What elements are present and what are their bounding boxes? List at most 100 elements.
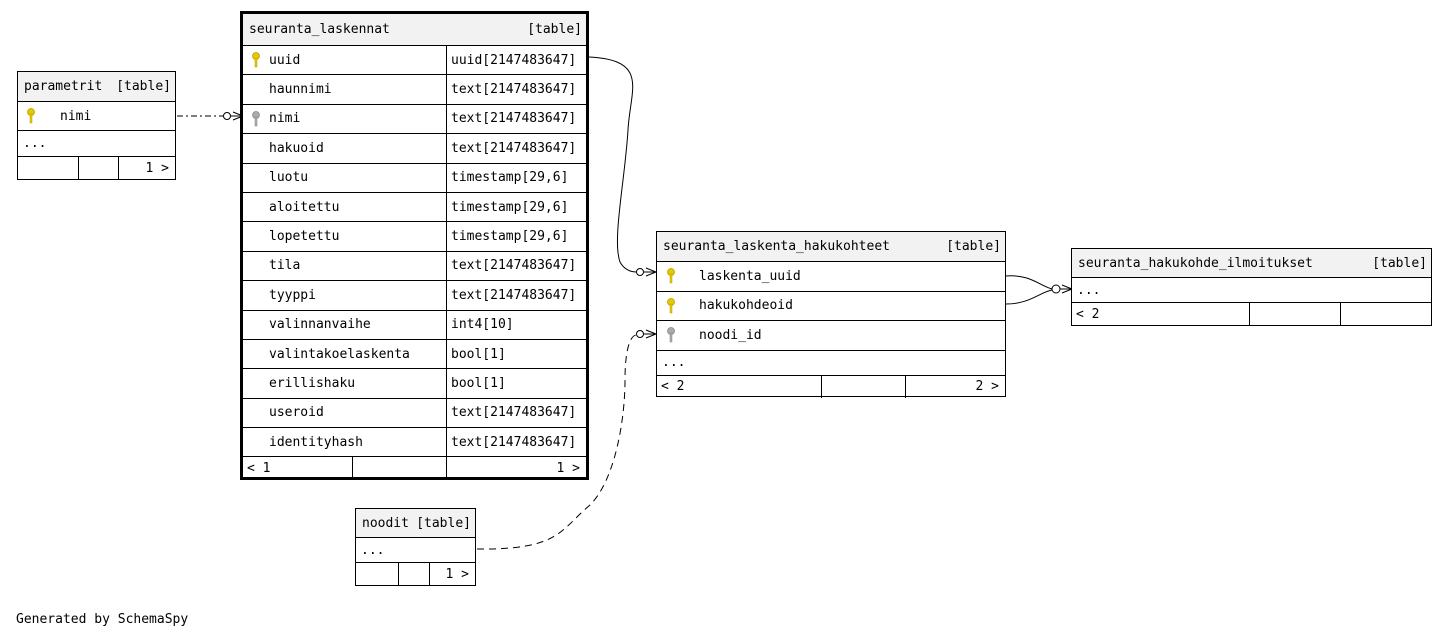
column-type: text[2147483647] [451,405,577,421]
column-type: text[2147483647] [451,140,577,156]
footer-parents[interactable]: < 2 [657,375,822,398]
column-name: noodi_id [699,327,762,343]
footer-parents [18,157,79,179]
column-type: int4[10] [451,317,514,333]
table-name[interactable]: seuranta_laskenta_hakukohteet [663,239,890,254]
table-header: noodit [table] [356,509,475,538]
table-kind: [table] [946,239,1001,254]
column-name: aloitettu [269,199,340,215]
column-name-cell: aloitettu [243,192,447,222]
column-row[interactable]: haunnimi text[2147483647] [243,75,586,105]
table-seuranta-hakukohde-ilmoitukset[interactable]: seuranta_hakukohde_ilmoitukset [table] .… [1071,248,1432,326]
column-name-cell: luotu [243,163,447,192]
column-type: timestamp[29,6] [451,199,569,215]
table-noodit[interactable]: noodit [table] ... 1 > [355,508,476,586]
more-columns[interactable]: ... [657,351,1005,376]
column-name: useroid [269,405,324,421]
table-kind: [table] [116,79,171,94]
column-name: valinnanvaihe [269,317,371,333]
more-columns[interactable]: ... [18,131,175,157]
table-seuranta-laskenta-hakukohteet[interactable]: seuranta_laskenta_hakukohteet [table] la… [656,231,1006,398]
column-row[interactable]: laskenta_uuid [657,262,1005,292]
column-type: text[2147483647] [451,287,577,303]
link-hakukohteet-ilmoitukset [1005,275,1074,305]
table-name[interactable]: noodit [362,515,409,531]
table-header: parametrit [table] [18,72,175,102]
column-row[interactable]: hakukohdeoid [657,292,1005,322]
column-name: valintakoelaskenta [269,346,410,362]
link-noodit-hakukohteet [476,329,658,550]
primary-key-icon [667,268,675,284]
table-parametrit[interactable]: parametrit [table] nimi ... 1 > [17,71,176,180]
table-footer: 1 > [18,157,175,179]
column-name-cell: hakuoid [243,134,447,163]
column-type: uuid[2147483647] [451,52,577,68]
table-header: seuranta_laskennat [table] [243,14,586,46]
footer-middle [399,563,430,585]
column-row[interactable]: noodi_id [657,321,1005,351]
column-name: erillishaku [269,375,356,391]
footer-children[interactable]: 1 > [445,566,469,582]
table-name[interactable]: parametrit [24,79,103,94]
footer-middle [1250,303,1341,325]
column-name: hakuoid [269,140,324,156]
table-kind: [table] [416,515,471,531]
column-row[interactable]: identityhash text[2147483647] [243,428,586,458]
footer-children[interactable]: 1 > [145,160,169,176]
column-row[interactable]: nimi text[2147483647] [243,104,586,135]
column-type: text[2147483647] [451,82,577,98]
footer-children[interactable]: 1 > [556,460,580,476]
more-columns[interactable]: ... [356,538,475,563]
column-row[interactable]: valintakoelaskenta bool[1] [243,339,586,370]
column-name-cell: erillishaku [243,369,447,398]
column-row[interactable]: valinnanvaihe int4[10] [243,310,586,340]
table-header: seuranta_laskenta_hakukohteet [table] [657,232,1005,262]
footer-middle [822,375,906,398]
table-kind: [table] [527,22,582,37]
column-name-cell: tyyppi [243,281,447,310]
table-footer: 1 > [356,563,475,585]
column-row[interactable]: aloitettu timestamp[29,6] [243,192,586,223]
column-name-cell: useroid [243,398,447,428]
column-name: identityhash [269,434,363,450]
column-row-nimi[interactable]: nimi [18,102,175,131]
column-name-cell: uuid [243,46,447,75]
column-name: nimi [269,111,301,127]
column-row[interactable]: tyyppi text[2147483647] [243,281,586,311]
column-row[interactable]: hakuoid text[2147483647] [243,134,586,164]
column-name-cell: nimi [243,104,447,134]
column-name-cell: tila [243,251,447,281]
link-parametrit-laskennat [177,111,245,121]
table-name[interactable]: seuranta_hakukohde_ilmoitukset [1078,255,1313,271]
footer-parents [356,563,399,585]
column-type: text[2147483647] [451,111,577,127]
column-name-cell: valinnanvaihe [243,310,447,339]
column-type: text[2147483647] [451,434,577,450]
column-type: bool[1] [451,346,506,362]
column-name: tyyppi [269,287,316,303]
column-name-cell: identityhash [243,428,447,457]
footer-children [1341,303,1431,325]
column-name-cell: valintakoelaskenta [243,339,447,369]
column-name: hakukohdeoid [699,298,793,314]
primary-key-icon [27,108,35,124]
column-type: text[2147483647] [451,258,577,274]
footer-middle [79,157,119,179]
link-laskennat-hakukohteet [588,56,658,277]
footer-parents[interactable]: < 2 [1072,303,1250,325]
column-row[interactable]: useroid text[2147483647] [243,398,586,429]
table-name[interactable]: seuranta_laskennat [249,22,390,37]
footer-parents[interactable]: < 1 [243,457,353,480]
schemaspy-credit: Generated by SchemaSpy [16,612,189,627]
column-name-cell: lopetettu [243,222,447,251]
column-name: haunnimi [269,82,332,98]
more-columns[interactable]: ... [1072,278,1431,303]
footer-children[interactable]: 2 > [975,379,999,395]
primary-key-icon [667,297,675,314]
